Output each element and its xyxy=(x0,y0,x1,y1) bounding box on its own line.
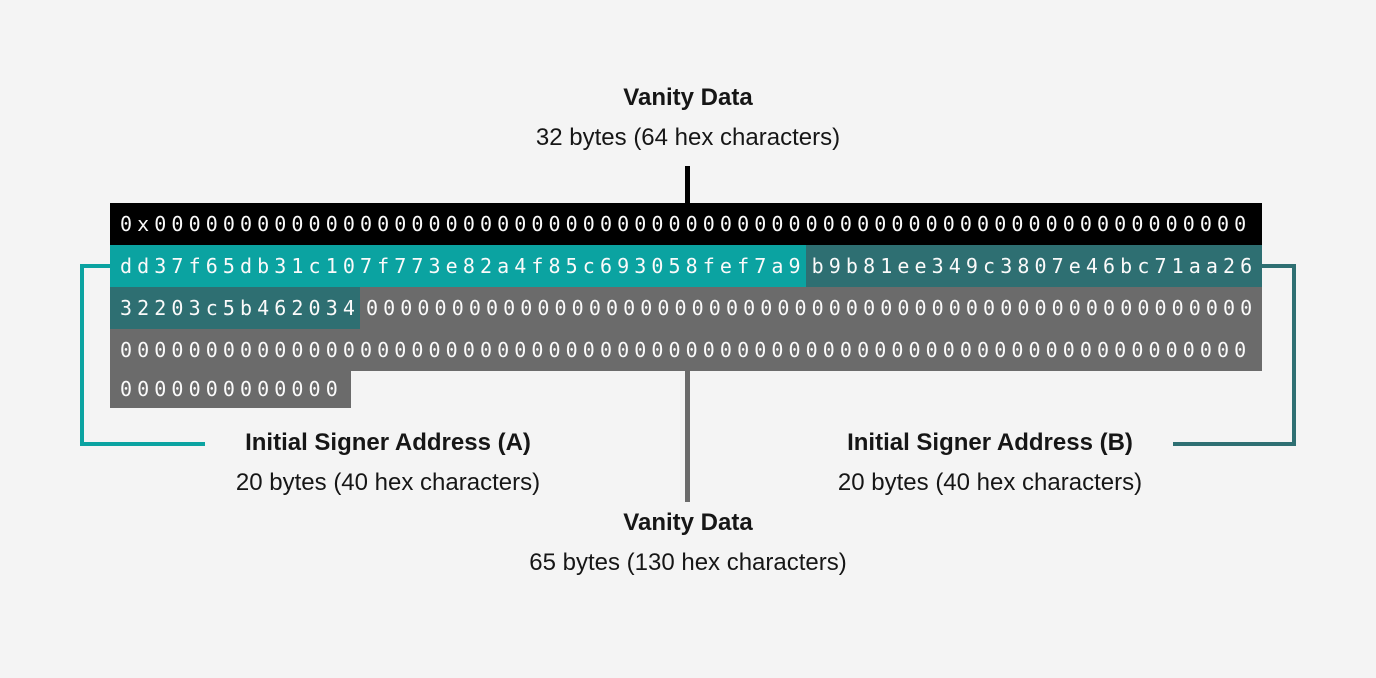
hex-segment-signer-b-address-part2: 32203c5b462034 xyxy=(110,287,360,329)
hex-segment-vanity-zeros-row3: 0000000000000 xyxy=(110,371,351,408)
hex-row-4: 0000000000000000000000000000000000000000… xyxy=(110,329,1262,371)
signer-a-subtitle: 20 bytes (40 hex characters) xyxy=(235,469,541,496)
signer-a-label: Initial Signer Address (A) 20 bytes (40 … xyxy=(236,423,540,503)
top-connector-line xyxy=(685,166,690,203)
vanity-data-bottom-subtitle: 65 bytes (130 hex characters) xyxy=(529,549,847,576)
vanity-data-top-title: Vanity Data xyxy=(623,84,753,111)
hex-row-2: dd37f65db31c107f773e82a4f85c693058fef7a9… xyxy=(110,245,1262,287)
signer-a-bracket-vertical-segment xyxy=(80,264,84,446)
hex-row-1: 0x00000000000000000000000000000000000000… xyxy=(110,203,1262,245)
signer-b-title: Initial Signer Address (B) xyxy=(847,429,1133,456)
signer-b-label: Initial Signer Address (B) 20 bytes (40 … xyxy=(838,423,1142,503)
hex-row-5: 0000000000000 xyxy=(110,371,1262,408)
vanity-data-top-subtitle: 32 bytes (64 hex characters) xyxy=(535,124,841,151)
vanity-data-bottom-title: Vanity Data xyxy=(623,509,753,536)
signer-b-bracket-top-segment xyxy=(1262,264,1296,268)
vanity-data-bottom-label: Vanity Data 65 bytes (130 hex characters… xyxy=(529,503,847,583)
signer-a-bracket-bottom-segment xyxy=(80,442,205,446)
signer-b-bracket-bottom-segment xyxy=(1173,442,1296,446)
vanity-data-top-label: Vanity Data 32 bytes (64 hex characters) xyxy=(536,78,840,158)
hex-segment-signer-a-address: dd37f65db31c107f773e82a4f85c693058fef7a9 xyxy=(110,245,806,287)
signer-b-subtitle: 20 bytes (40 hex characters) xyxy=(837,469,1143,496)
hex-segment-signer-b-address-part1: b9b81ee349c3807e46bc71aa26 xyxy=(805,245,1262,287)
bottom-connector-line xyxy=(685,371,690,502)
hex-segment-vanity-zeros-row1: 0000000000000000000000000000000000000000… xyxy=(359,287,1262,329)
signer-a-title: Initial Signer Address (A) xyxy=(245,429,531,456)
signer-b-bracket-vertical-segment xyxy=(1292,264,1296,446)
hex-segment-prefix-and-vanity-zeros: 0x00000000000000000000000000000000000000… xyxy=(110,203,1262,245)
hex-bar: 0x00000000000000000000000000000000000000… xyxy=(110,203,1262,408)
hex-segment-vanity-zeros-row2: 0000000000000000000000000000000000000000… xyxy=(110,329,1262,371)
signer-a-bracket-top-segment xyxy=(80,264,110,268)
